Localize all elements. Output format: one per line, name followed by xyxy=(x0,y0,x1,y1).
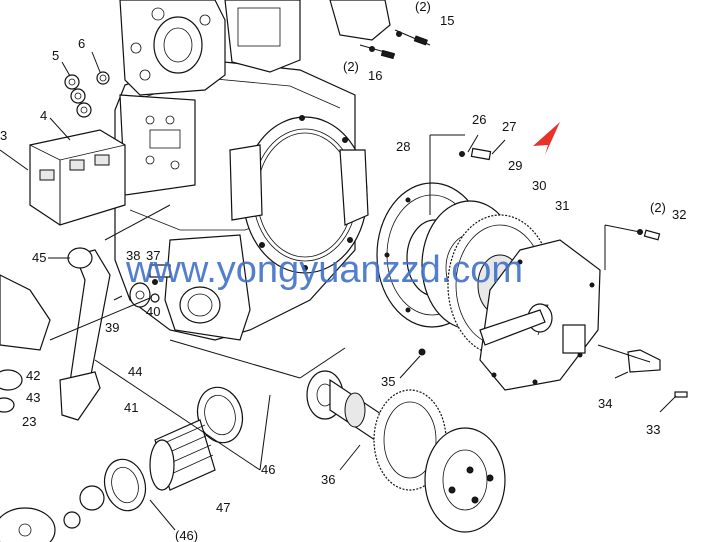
callout-37: 37 xyxy=(146,248,160,263)
callout-2a: (2) xyxy=(415,0,431,14)
washer-35 xyxy=(399,348,426,379)
callout-38: 38 xyxy=(126,248,140,263)
callout-40: 40 xyxy=(146,304,160,319)
callout-45: 45 xyxy=(32,250,46,265)
valve-block-4 xyxy=(0,117,126,226)
callout-15: 15 xyxy=(440,13,454,28)
callout-34: 34 xyxy=(598,396,612,411)
end-cover-31 xyxy=(479,239,601,391)
gasket-46b xyxy=(63,458,147,529)
fittings-5-6 xyxy=(61,51,110,118)
red-arrow-indicator xyxy=(533,122,560,155)
shaft-assembly-36 xyxy=(306,370,506,533)
callout-44: 44 xyxy=(128,364,142,379)
top-bolts xyxy=(329,0,431,60)
callout-28: 28 xyxy=(396,139,410,154)
callout-46b: (46) xyxy=(175,528,198,542)
lever-44-45 xyxy=(48,247,111,421)
bracket-34 xyxy=(597,344,688,413)
callout-4: 4 xyxy=(40,108,47,123)
callout-46: 46 xyxy=(261,462,275,477)
callout-27: 27 xyxy=(502,119,516,134)
assembly-leaders xyxy=(49,204,346,531)
callout-3: 3 xyxy=(0,128,7,143)
callout-43: 43 xyxy=(26,390,40,405)
bolts-26-27 xyxy=(429,134,506,215)
callout-5: 5 xyxy=(52,48,59,63)
callout-41: 41 xyxy=(124,400,138,415)
callout-30: 30 xyxy=(532,178,546,193)
callout-2b: (2) xyxy=(343,59,359,74)
watermark-text: www.yongyuanzzd.com xyxy=(125,249,523,291)
callout-labels: (2) 15 (2) 16 6 5 4 3 26 27 28 29 30 31 … xyxy=(0,0,686,542)
callout-16: 16 xyxy=(368,68,382,83)
left-edge-parts xyxy=(0,274,56,542)
small-parts-37-40 xyxy=(113,264,171,308)
callout-23: 23 xyxy=(22,414,36,429)
callout-47: 47 xyxy=(216,500,230,515)
callout-42: 42 xyxy=(26,368,40,383)
callout-33: 33 xyxy=(646,422,660,437)
bolt-32 xyxy=(604,224,661,270)
filter-47 xyxy=(149,419,216,491)
callout-6: 6 xyxy=(78,36,85,51)
gearbox-housing xyxy=(114,0,369,341)
gasket-46 xyxy=(196,386,244,444)
callout-29: 29 xyxy=(508,158,522,173)
callout-32: 32 xyxy=(672,207,686,222)
callout-35: 35 xyxy=(381,374,395,389)
callout-31: 31 xyxy=(555,198,569,213)
callout-36: 36 xyxy=(321,472,335,487)
callout-26: 26 xyxy=(472,112,486,127)
callout-2c: (2) xyxy=(650,200,666,215)
callout-39: 39 xyxy=(105,320,119,335)
